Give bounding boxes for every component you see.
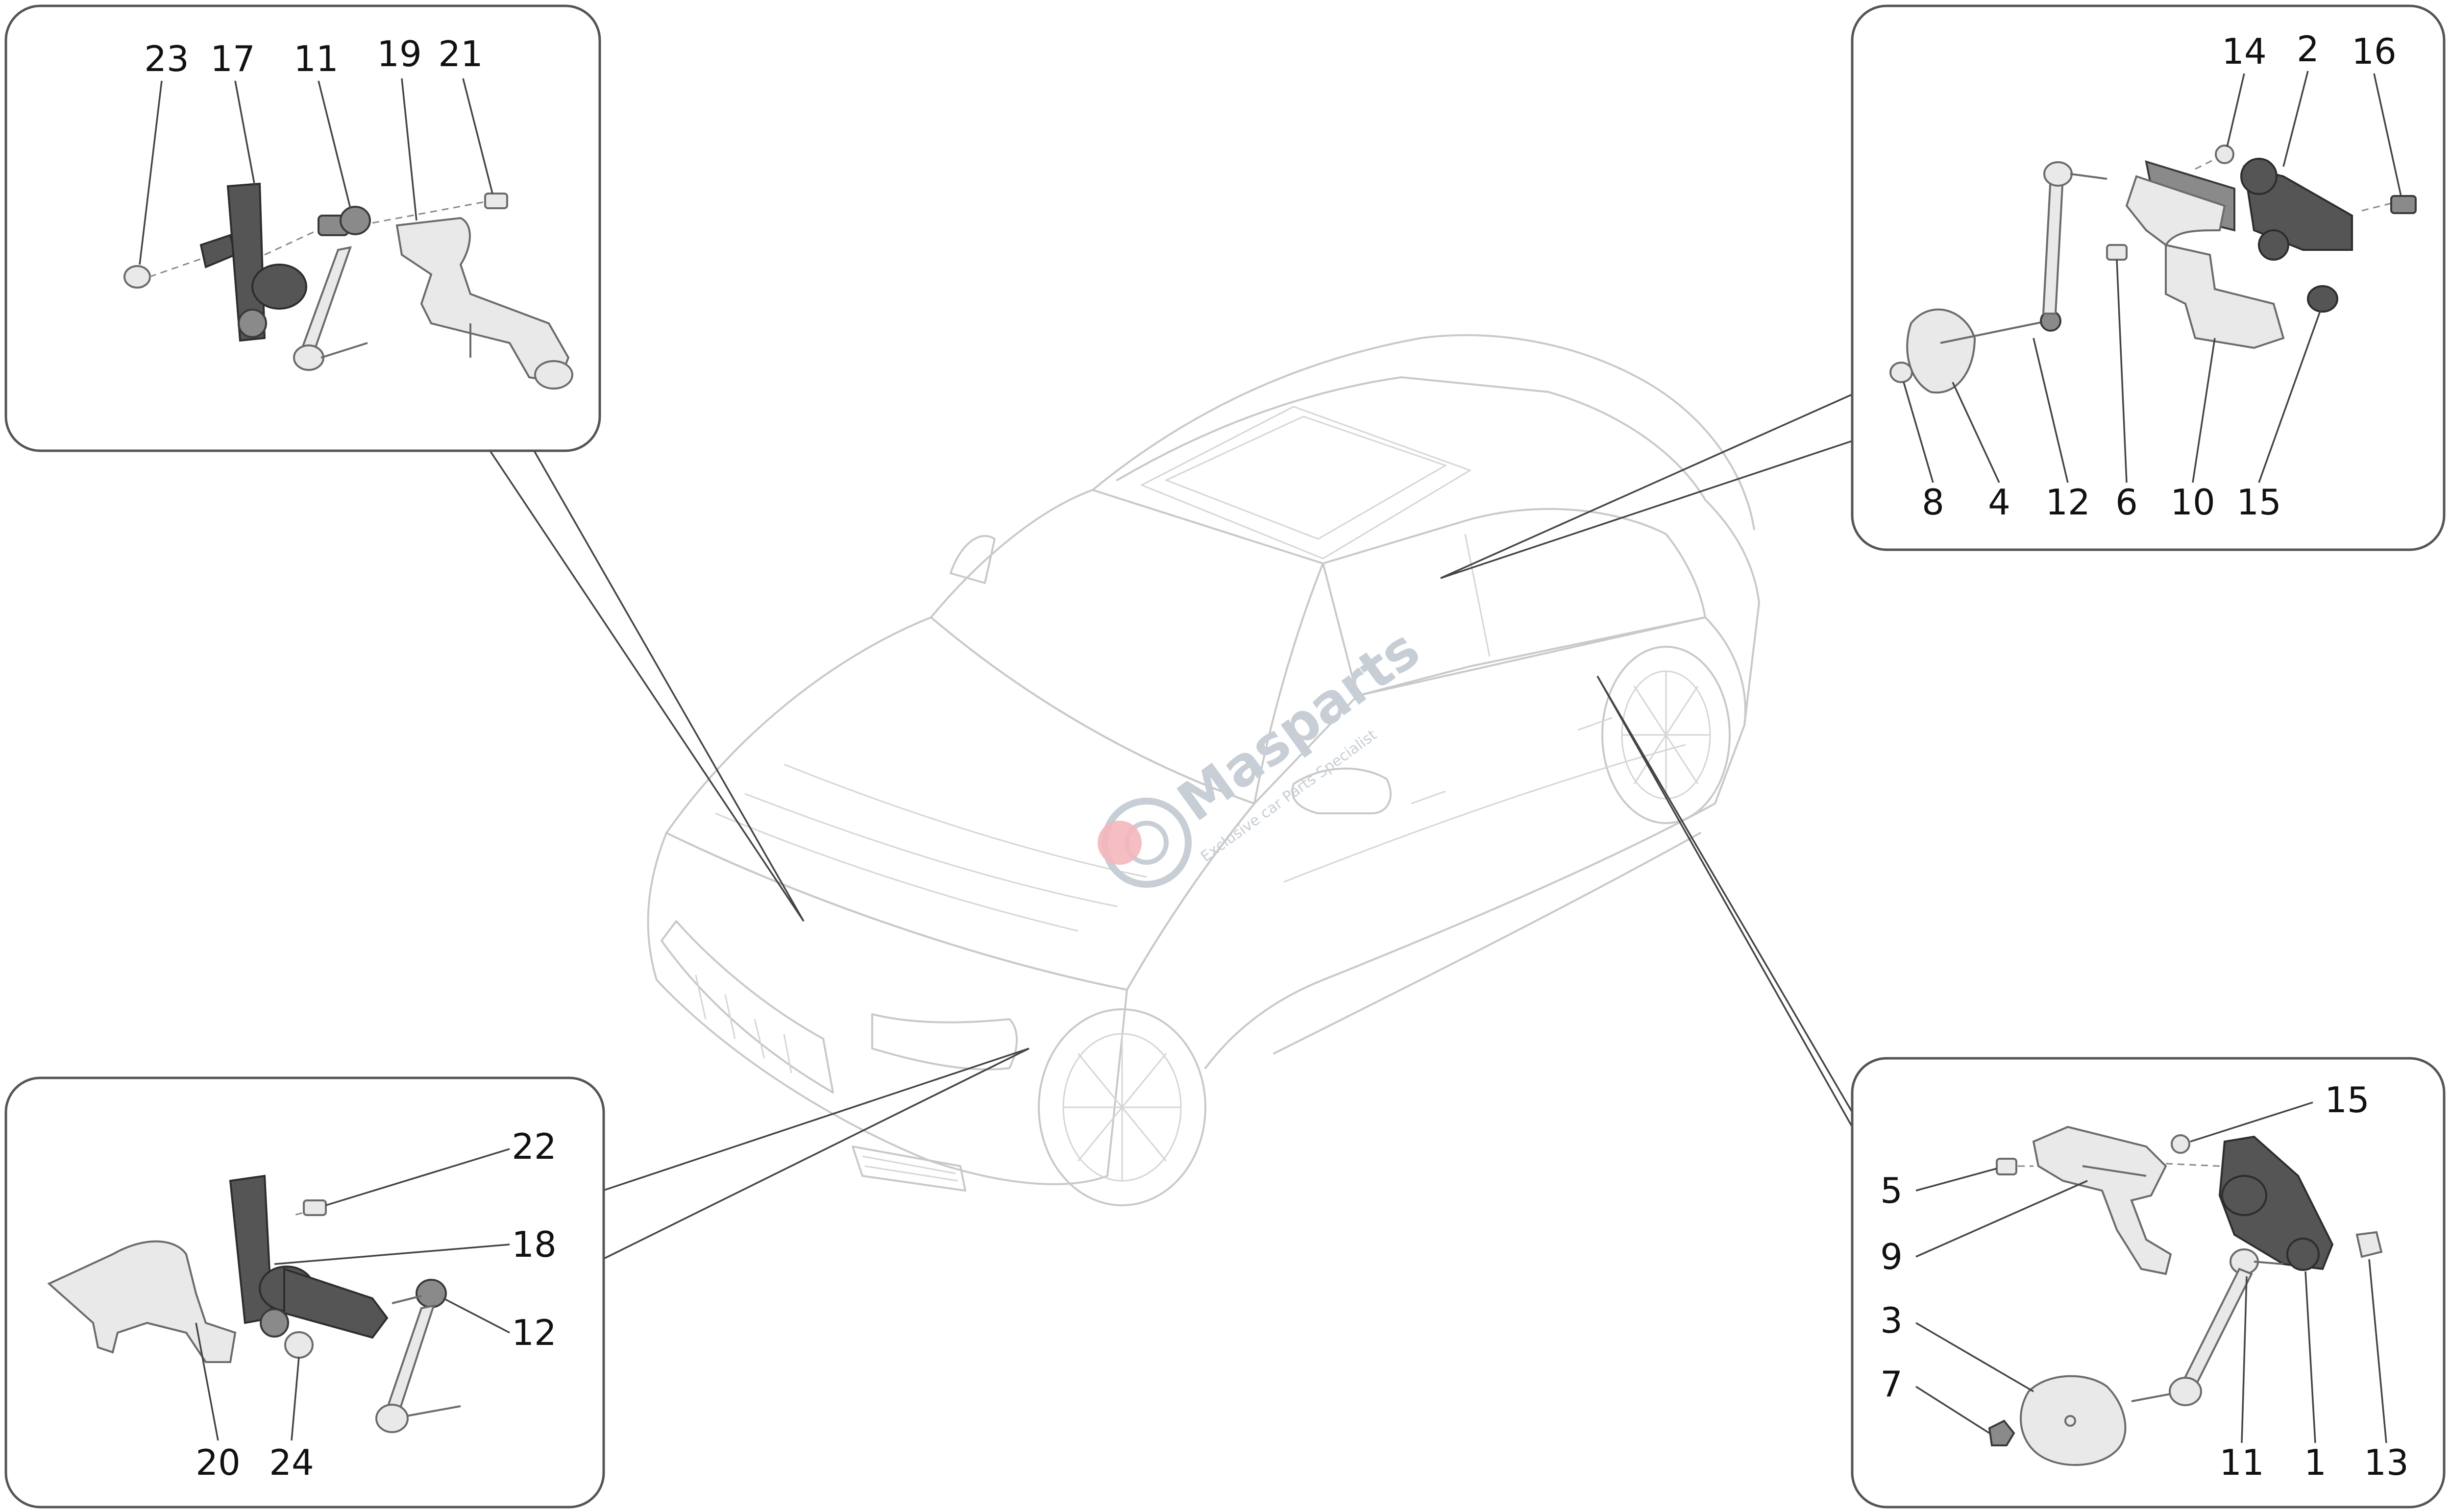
- callout-23: 23: [144, 38, 189, 79]
- height-sensor-assembly-front-right: [47, 1174, 461, 1433]
- callout-10: 10: [2170, 482, 2215, 523]
- height-sensor-assembly-rear-right: [1889, 145, 2417, 394]
- panel-front-right: 22 18 12 20 24: [4, 1076, 605, 1509]
- callout-6: 6: [2115, 482, 2138, 523]
- callout-24: 24: [269, 1442, 314, 1483]
- height-sensor-assembly-front-left: [123, 182, 573, 390]
- callout-8: 8: [1922, 482, 1944, 523]
- callout-21: 21: [438, 33, 483, 74]
- callout-13: 13: [2364, 1442, 2409, 1483]
- callout-5: 5: [1880, 1170, 1903, 1211]
- car-illustration: [647, 334, 1760, 1206]
- callout-16: 16: [2352, 31, 2397, 72]
- callout-7: 7: [1880, 1364, 1903, 1405]
- callout-12-front-right: 12: [512, 1312, 557, 1353]
- callout-20: 20: [196, 1442, 241, 1483]
- height-sensor-assembly-rear-left: [1988, 1125, 2383, 1466]
- callout-17: 17: [210, 38, 255, 79]
- callout-9: 9: [1880, 1236, 1903, 1277]
- panel-rear-right: 14 2 16 8 4 12 6 10 15: [1851, 4, 2446, 551]
- watermark-brand: Masparts: [1166, 617, 1431, 833]
- callout-15-rear-left: 15: [2325, 1079, 2370, 1121]
- callout-3: 3: [1880, 1300, 1903, 1341]
- callout-1: 1: [2304, 1442, 2327, 1483]
- callout-12: 12: [2045, 482, 2090, 523]
- callout-18: 18: [512, 1224, 557, 1265]
- panel-front-left: 23 17 11 19 21: [4, 4, 601, 452]
- callout-11: 11: [294, 38, 339, 79]
- callout-4: 4: [1988, 482, 2010, 523]
- panel-leader-lines: [489, 393, 1853, 1260]
- callout-14: 14: [2222, 31, 2267, 72]
- callout-2: 2: [2297, 28, 2319, 70]
- callout-19: 19: [377, 33, 422, 74]
- callout-11-rear-left: 11: [2219, 1442, 2264, 1483]
- callout-22: 22: [512, 1126, 557, 1167]
- callout-15-rear-right: 15: [2236, 482, 2281, 523]
- panel-rear-left: 15 5 9 3 7 11 1 13: [1851, 1057, 2446, 1509]
